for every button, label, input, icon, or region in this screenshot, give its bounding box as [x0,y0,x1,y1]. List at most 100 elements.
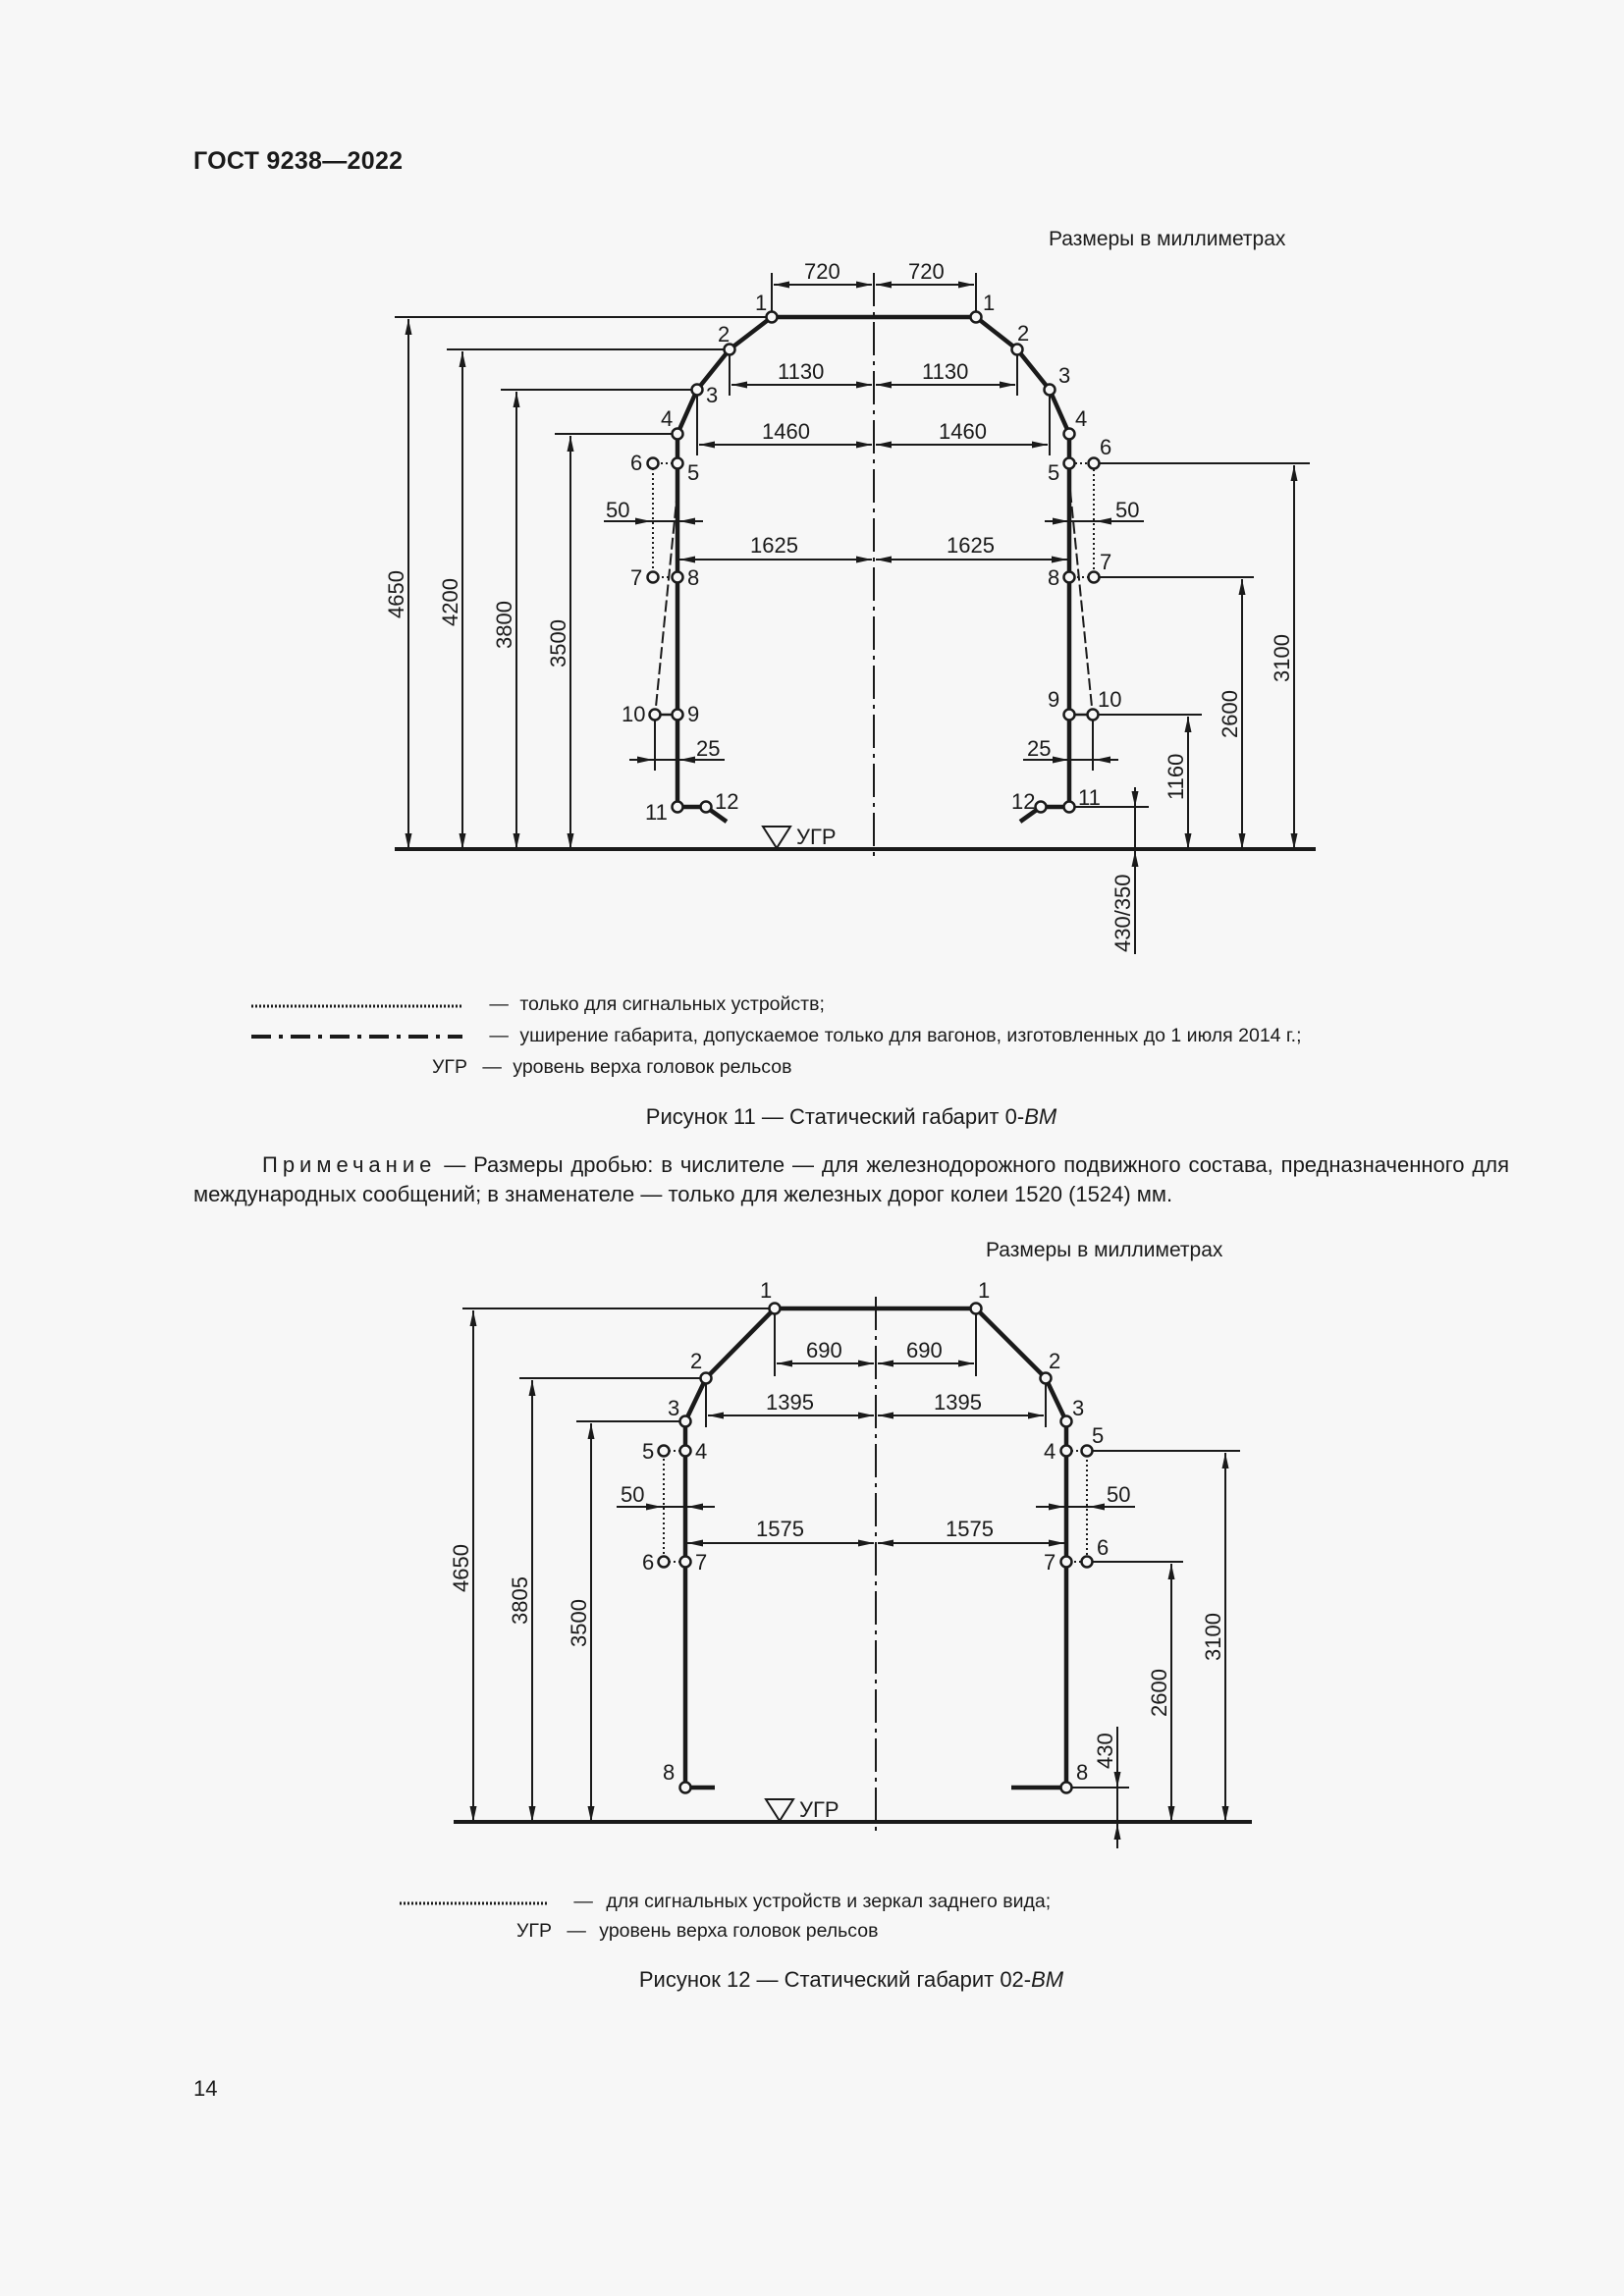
point-label: 3 [706,383,718,407]
point-label: 7 [1044,1550,1056,1575]
dim-690-left: 690 [806,1338,842,1362]
point-label: 4 [661,406,673,431]
dim-50-left: 50 [621,1482,644,1507]
dim-720-right: 720 [908,259,945,284]
point-label: 2 [1049,1349,1060,1373]
fig12-gauge-diagram: 1 1 2 2 3 3 4 4 5 5 6 6 7 7 8 8 690 690 … [449,1278,1252,1848]
point-label: 5 [687,460,699,485]
point-label: 6 [1097,1535,1109,1560]
dim-3100: 3100 [1201,1613,1225,1661]
fig12-point-labels: 1 1 2 2 3 3 4 4 5 5 6 6 7 7 8 8 [642,1278,1109,1785]
dim-1395-right: 1395 [934,1390,982,1415]
fig11-legend-row-dotted: — только для сигнальных устройств; [251,993,825,1016]
legend-text: уширение габарита, допускаемое только дл… [519,1025,1302,1046]
point-label: 5 [642,1439,654,1464]
point-label: 7 [630,565,642,590]
dim-4650: 4650 [449,1544,473,1592]
dim-1460-left: 1460 [762,419,810,444]
point-label: 10 [622,702,645,726]
point-label: 2 [690,1349,702,1373]
dim-50-left: 50 [606,498,629,522]
ugr-label: УГР [796,825,837,849]
fig11-caption: Рисунок 11 — Статический габарит 0-ВМ [645,1104,1057,1129]
dim-430: 430 [1093,1733,1117,1769]
point-label: 6 [630,451,642,475]
document-header-title: ГОСТ 9238—2022 [193,147,404,175]
dim-3100: 3100 [1270,634,1294,682]
point-label: 7 [1100,550,1111,574]
point-label: 4 [1044,1439,1056,1464]
dim-1625-left: 1625 [750,533,798,558]
point-label: 6 [642,1550,654,1575]
legend-text: для сигнальных устройств и зеркал заднег… [606,1891,1052,1912]
point-label: 3 [668,1396,679,1420]
fig11-legend-row-ugr: УГР — уровень верха головок рельсов [432,1056,792,1078]
point-label: 3 [1058,363,1070,388]
point-label: 8 [663,1760,675,1785]
fig11-point-markers [646,310,1101,814]
point-label: 8 [1076,1760,1088,1785]
dim-1160: 1160 [1164,754,1188,800]
dim-2600: 2600 [1218,690,1242,738]
page-number: 14 [193,2076,218,2101]
point-label: 1 [760,1278,772,1303]
point-label: 3 [1072,1396,1084,1420]
point-label: 1 [983,291,995,315]
dim-25-right: 25 [1027,736,1051,761]
dim-1575-right: 1575 [946,1517,994,1541]
note-label: Примечание [262,1152,437,1177]
dim-1460-right: 1460 [939,419,987,444]
dim-1575-left: 1575 [756,1517,804,1541]
dim-3800: 3800 [492,601,516,649]
point-label: 6 [1100,435,1111,459]
fig12-point-markers [657,1302,1094,1794]
dim-3500: 3500 [546,619,570,667]
point-label: 2 [718,322,730,347]
point-label: 11 [1078,785,1101,810]
dim-4650: 4650 [384,570,408,618]
point-label: 5 [1048,460,1059,485]
fig12-legend-row-dotted: — для сигнальных устройств и зеркал задн… [400,1891,1051,1913]
note-text: — Размеры дробью: в числителе — для желе… [193,1152,1509,1206]
ugr-label: УГР [799,1797,839,1822]
fig11-gauge-diagram: 1 1 2 2 3 3 4 4 5 5 6 6 7 7 8 8 9 9 10 1… [384,259,1316,954]
point-label: 1 [978,1278,990,1303]
point-label: 12 [715,789,738,814]
point-label: 12 [1011,789,1035,814]
point-label: 11 [645,800,668,825]
dim-1395-left: 1395 [766,1390,814,1415]
point-label: 8 [687,565,699,590]
dim-1130-right: 1130 [922,359,968,384]
dim-50-right: 50 [1115,498,1139,522]
dim-25-left: 25 [696,736,720,761]
fig12-caption: Рисунок 12 — Статический габарит 02-ВМ [638,1967,1064,1992]
note-paragraph: Примечание — Размеры дробью: в числителе… [193,1150,1509,1209]
dim-2600: 2600 [1147,1669,1171,1717]
fig11-legend-row-dashdot: — уширение габарита, допускаемое только … [251,1025,1302,1047]
dim-3500: 3500 [567,1599,591,1647]
point-label: 5 [1092,1423,1104,1448]
fig11-units-note: Размеры в миллиметрах [1049,228,1286,250]
point-label: 4 [1075,406,1087,431]
legend-text: уровень верха головок рельсов [599,1920,879,1942]
point-label: 7 [695,1550,707,1575]
dim-720-left: 720 [804,259,840,284]
point-label: 10 [1098,687,1121,712]
point-label: 1 [755,291,767,315]
dash-dot-line-sample [251,1034,462,1039]
legend-text: только для сигнальных устройств; [519,993,825,1015]
fig11-point-labels: 1 1 2 2 3 3 4 4 5 5 6 6 7 7 8 8 9 9 10 1… [622,291,1121,825]
point-label: 4 [695,1439,707,1464]
dim-1625-right: 1625 [947,533,995,558]
fig12-units-note: Размеры в миллиметрах [986,1239,1223,1261]
dim-430-350: 430/350 [1110,874,1135,952]
dim-690-right: 690 [906,1338,943,1362]
point-label: 9 [687,702,699,726]
legend-text: уровень верха головок рельсов [513,1056,792,1078]
dim-1130-left: 1130 [778,359,824,384]
dim-3805: 3805 [508,1576,532,1625]
dim-4200: 4200 [438,578,462,626]
fig12-legend-row-ugr: УГР — уровень верха головок рельсов [516,1920,879,1942]
point-label: 8 [1048,565,1059,590]
dotted-line-sample [400,1901,549,1905]
